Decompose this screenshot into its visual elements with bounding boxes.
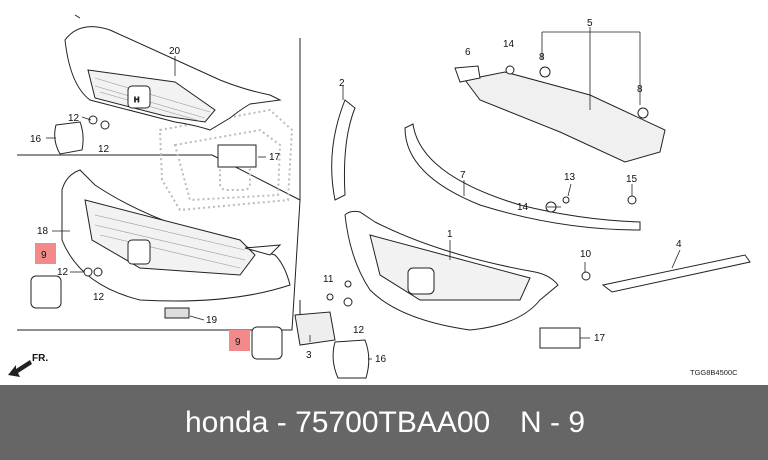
front-label: FR.: [32, 353, 48, 364]
callout-label: 14: [503, 39, 515, 50]
bracket-part: [294, 311, 336, 346]
callout-label: 12: [98, 144, 110, 155]
footer-bar: honda - 75700TBAA00 N - 9: [0, 385, 768, 460]
tag-part: [454, 65, 481, 83]
upper-grille: H: [64, 14, 282, 131]
callout-label: 7: [460, 170, 466, 181]
main-grille: [344, 210, 559, 331]
callout-label: 1: [447, 229, 453, 240]
cap-part: [54, 121, 84, 155]
badge-part: [164, 307, 190, 319]
leader-lines: [46, 27, 681, 360]
callout-label: 14: [517, 202, 529, 213]
callout-label: 5: [587, 18, 593, 29]
callout-label: 17: [594, 333, 606, 344]
clip-part: [217, 144, 257, 168]
parts-diagram: H: [8, 14, 751, 379]
callout-label: 8: [637, 84, 643, 95]
callout-label: 11: [323, 274, 334, 285]
highlight-box: [35, 243, 56, 264]
logo-h-glyph: H: [134, 95, 139, 104]
callout-label: 12: [353, 325, 365, 336]
cover-part: [464, 71, 666, 163]
callout-label: 20: [169, 46, 181, 57]
strip-part: [601, 254, 751, 293]
callout-label: 9: [235, 337, 241, 348]
callout-label: 13: [564, 172, 576, 183]
ghost-grille-outline: [158, 108, 294, 212]
callout-label: 19: [206, 315, 218, 326]
clip-part: [539, 327, 581, 349]
callout-label: 9: [41, 250, 47, 261]
callout-label: 3: [306, 350, 312, 361]
callout-label: 10: [580, 249, 592, 260]
front-arrow-icon: [8, 360, 32, 377]
trim-part: [404, 123, 641, 231]
callout-label: 6: [465, 47, 471, 58]
emblem-part: [251, 326, 283, 360]
strip-part: [331, 99, 356, 201]
fasteners: [83, 65, 649, 307]
part-number-text: honda - 75700TBAA00: [185, 406, 491, 439]
callout-label: 18: [37, 226, 49, 237]
callout-label: 12: [57, 267, 69, 278]
callout-label: 12: [68, 113, 80, 124]
callout-label: 16: [375, 354, 387, 365]
callout-label: 15: [626, 174, 638, 185]
callout-number-text: N - 9: [520, 406, 586, 439]
lower-grille-assembly: [61, 169, 291, 302]
callout-label: 2: [339, 78, 345, 89]
emblem-part: [30, 275, 62, 309]
callout-label: 4: [676, 239, 682, 250]
reference-code: TGG8B4500C: [690, 368, 738, 377]
highlight-box: [229, 330, 250, 351]
cap-part: [332, 339, 370, 379]
callout-label: 16: [30, 134, 42, 145]
callout-label: 17: [269, 152, 281, 163]
callout-label: 12: [93, 292, 105, 303]
callout-label: 8: [539, 52, 545, 63]
callout-labels: 20 16 12 12 18 9 12 12 19 17 2 1 3 11 12…: [30, 18, 682, 365]
